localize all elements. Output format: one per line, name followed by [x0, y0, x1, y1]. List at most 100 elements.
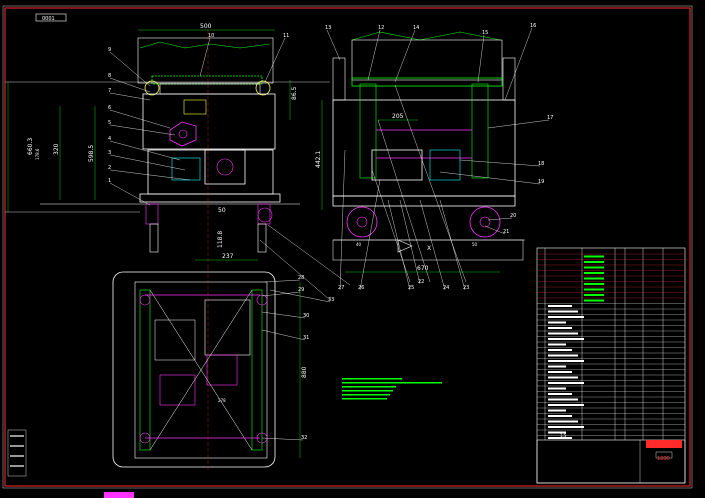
top-shaft-box — [159, 374, 196, 406]
bom-cell-green — [584, 299, 604, 302]
dim-side-top: 205 — [392, 113, 404, 120]
title-stamp: 1800 — [657, 456, 670, 462]
top-motor — [204, 299, 251, 356]
top-frame-right — [251, 289, 263, 451]
sheet-code-box — [35, 13, 67, 22]
side-hopper — [351, 39, 503, 81]
balloon-leader — [359, 179, 381, 291]
dim-bottom-gap: 118.8 — [217, 231, 224, 248]
front-gear-box — [183, 99, 207, 115]
bom-cell-green — [584, 266, 604, 269]
front-bed — [159, 83, 261, 95]
front-belt-wave — [139, 41, 271, 49]
side-wheel-left-hub — [356, 216, 368, 228]
dim-right-a: 86.5 — [291, 86, 298, 100]
dim-bottom-note: 50 — [218, 207, 226, 214]
title-block-bottom — [536, 439, 686, 484]
top-outer — [112, 271, 276, 468]
side-motor — [371, 149, 423, 181]
balloon-label: 23 — [463, 285, 469, 291]
balloon-leader — [109, 109, 171, 129]
balloon-leader — [109, 92, 151, 101]
dim-top-height: 880 — [301, 366, 308, 378]
balloon-leader — [261, 329, 306, 341]
balloon-leader — [109, 169, 191, 181]
balloon-label: 20 — [510, 213, 516, 219]
dim-bottom-w: 237 — [222, 253, 234, 260]
balloon-leader — [387, 199, 411, 291]
front-leader-long2 — [259, 239, 331, 301]
front-motor-shaft — [216, 158, 234, 176]
title-block: 1800 1:5 — [536, 247, 686, 484]
front-pulley-right — [255, 80, 271, 96]
bom-cell-text — [548, 409, 566, 412]
bom-cell-green — [584, 288, 604, 291]
balloon-leader — [484, 225, 506, 235]
bom-cell-green — [584, 272, 604, 274]
front-pulley-left — [144, 80, 160, 96]
balloon-label: 2 — [108, 165, 111, 171]
top-frame-left — [139, 289, 151, 451]
balloon-label: 10 — [208, 33, 214, 39]
bom-cell-text — [548, 371, 572, 373]
title-stamp-box2 — [655, 451, 673, 459]
balloon-leader — [399, 199, 421, 285]
balloon-label: 11 — [283, 33, 289, 39]
front-coupling — [171, 157, 201, 181]
side-gearbox — [429, 149, 461, 181]
bom-cell-text — [548, 310, 578, 313]
bom-cell-green — [584, 261, 604, 263]
bom-cell-text — [548, 343, 566, 346]
balloon-label: 1 — [108, 178, 111, 184]
balloon-leader — [109, 51, 151, 87]
balloon-leader — [504, 27, 533, 101]
dim-width: 500 — [200, 23, 212, 30]
dim-left-b: 178.6 — [35, 148, 40, 160]
top-wheel-tr — [256, 294, 268, 306]
sheet-code: 0001 — [42, 16, 55, 22]
bom-cell-text — [548, 404, 584, 406]
bom-cell-green — [584, 255, 604, 258]
side-leader-long2 — [377, 119, 431, 283]
balloon-leader — [477, 34, 485, 83]
balloon-leader — [264, 279, 301, 283]
balloon-label: 31 — [303, 335, 309, 341]
side-leader-long3 — [371, 169, 411, 283]
bom-cell-text — [548, 437, 572, 439]
balloon-leader — [459, 159, 541, 167]
side-post-left — [332, 57, 346, 101]
note-line — [342, 382, 442, 384]
top-motor-inner — [206, 354, 238, 386]
side-top-belt — [351, 77, 503, 87]
balloon-label: 13 — [325, 25, 331, 31]
balloon-label: 16 — [530, 23, 536, 29]
balloon-label: 12 — [378, 25, 384, 31]
dim-height-b: 320 — [53, 143, 60, 155]
balloon-label: 33 — [328, 297, 334, 303]
bom-cell-text — [548, 382, 584, 384]
top-inner — [134, 281, 268, 459]
balloon-label: 18 — [538, 161, 544, 167]
balloon-leader — [339, 149, 346, 291]
left-legend-box — [7, 429, 27, 477]
bom-cell-text — [548, 365, 566, 368]
balloon-leader — [109, 124, 176, 136]
left-legend — [7, 429, 27, 477]
balloon-label: 21 — [503, 229, 509, 235]
balloon-label: 15 — [482, 30, 488, 36]
balloon-label: 9 — [108, 47, 111, 53]
balloon-leader — [109, 77, 151, 93]
front-upper-box — [142, 93, 276, 150]
bom-cell-text — [548, 431, 566, 434]
balloon-leader — [109, 154, 186, 171]
side-left-column — [359, 83, 377, 179]
bom-cell-text — [548, 338, 584, 340]
balloon-label: 5 — [108, 120, 111, 126]
balloon-label: 17 — [547, 115, 553, 121]
side-leader-long — [394, 84, 467, 283]
bom-cell-text — [548, 327, 572, 329]
side-view: X 205 442.1 670 40 50 — [259, 31, 525, 301]
technical-notes — [342, 378, 442, 400]
note-line — [342, 394, 390, 396]
